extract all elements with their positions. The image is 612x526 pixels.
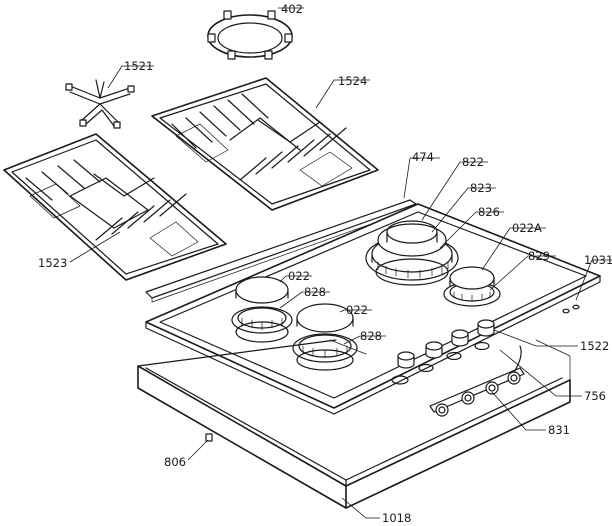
leader-lines	[69, 7, 612, 519]
label-828-left: 828	[304, 285, 326, 299]
label-828-front: 828	[360, 329, 382, 343]
label-1031: 1031	[584, 253, 612, 267]
label-474: 474	[412, 150, 434, 164]
label-022A: 022A	[512, 221, 542, 235]
pan-support-1524	[151, 77, 379, 211]
label-806: 806	[164, 455, 186, 469]
label-1524: 1524	[338, 74, 367, 88]
label-022-left: 022	[288, 269, 310, 283]
label-822: 822	[462, 155, 484, 169]
label-829: 829	[528, 249, 550, 263]
label-1521: 1521	[124, 59, 153, 73]
label-831: 831	[548, 423, 570, 437]
wok-ring-402	[207, 10, 293, 60]
hob-top-plate	[145, 203, 601, 415]
burner-wok	[365, 220, 459, 286]
label-1018: 1018	[382, 511, 411, 525]
burner-left	[231, 276, 293, 343]
control-knobs	[391, 319, 495, 385]
valve-rail-831	[429, 345, 525, 417]
pan-support-1523	[3, 133, 227, 281]
label-823: 823	[470, 181, 492, 195]
trivet-1521	[65, 79, 135, 129]
bottom-tray-1018	[137, 339, 571, 509]
callout-labels: 402 1521 1524 474 822 823 826 022A 829 1…	[38, 2, 612, 525]
label-826: 826	[478, 205, 500, 219]
label-1522: 1522	[580, 339, 609, 353]
label-1523: 1523	[38, 256, 67, 270]
burner-right	[443, 266, 501, 307]
label-756: 756	[584, 389, 606, 403]
burner-front	[292, 303, 358, 371]
label-402: 402	[281, 2, 303, 16]
label-022-front: 022	[346, 303, 368, 317]
